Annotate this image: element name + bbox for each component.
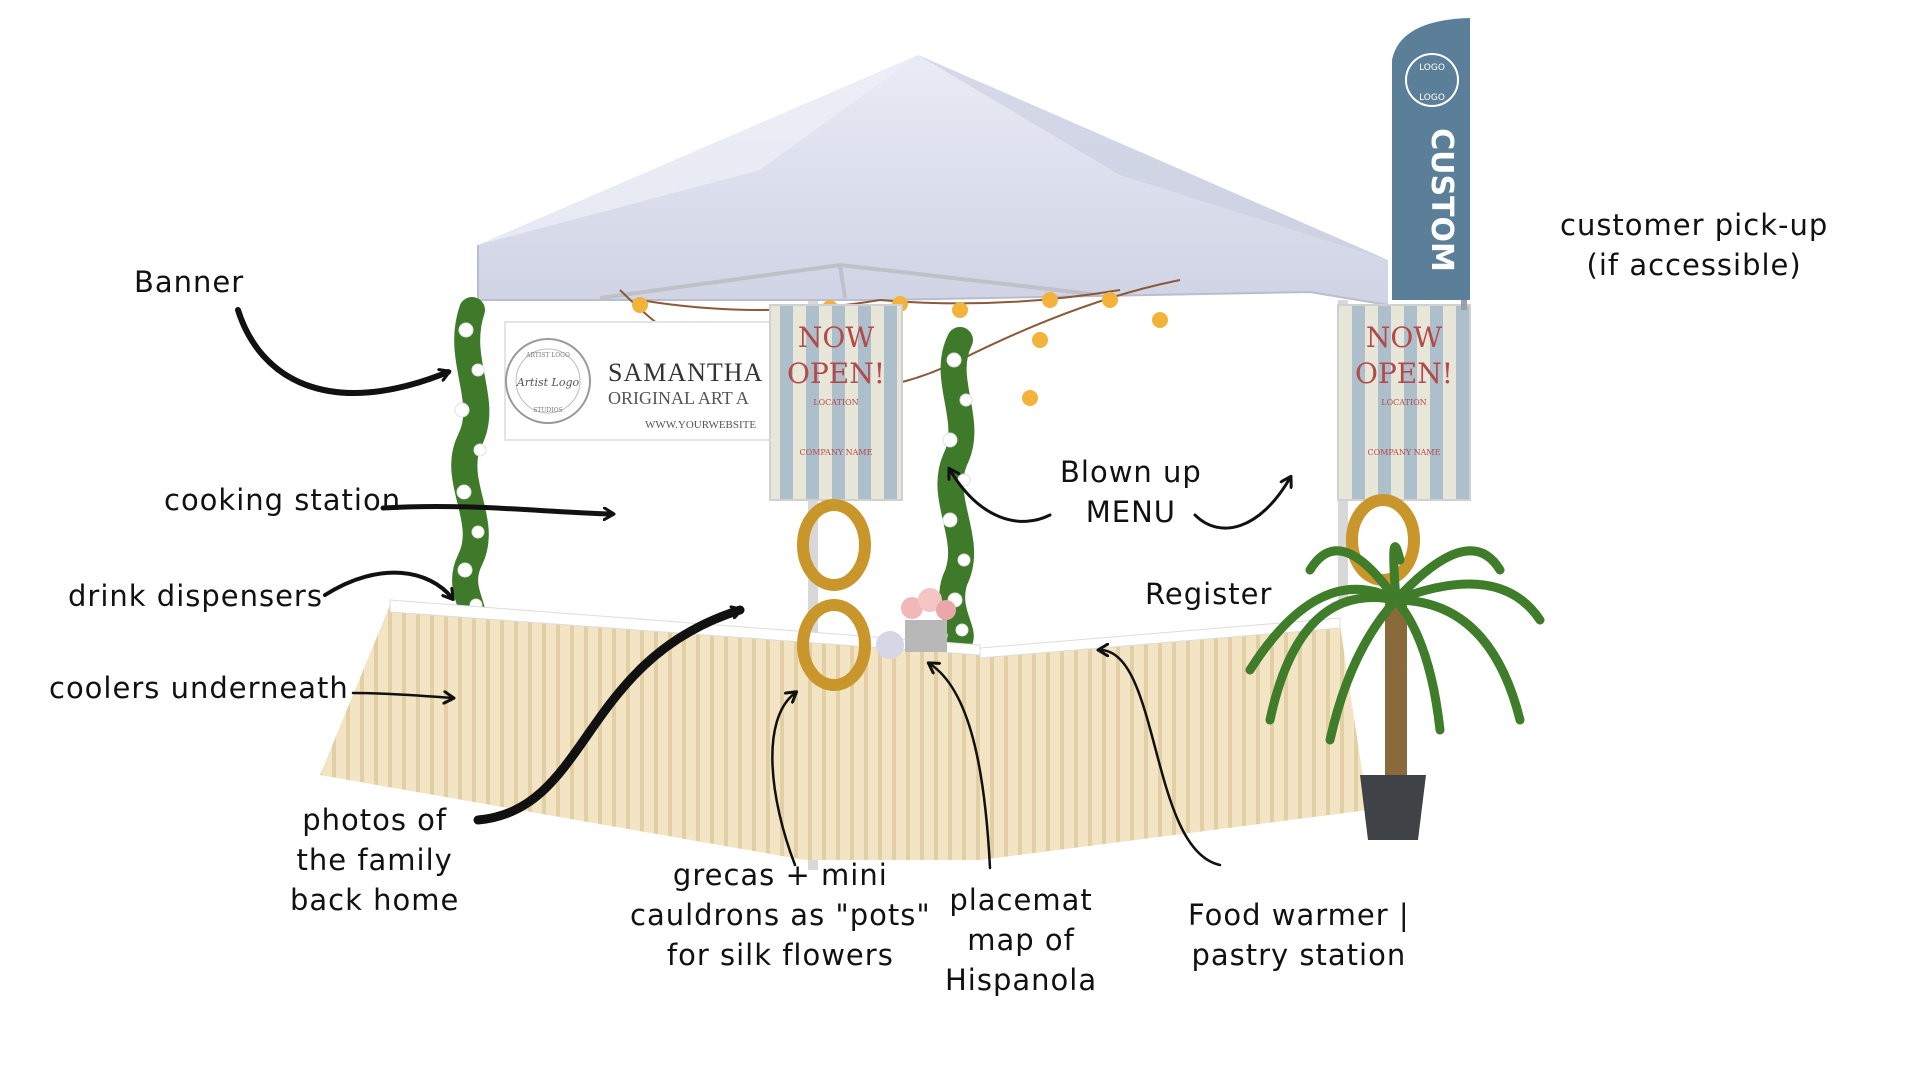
label-placemat: placemat map of Hispanola bbox=[945, 880, 1097, 1000]
arrow-icon bbox=[235, 307, 1290, 870]
arrow-drink bbox=[323, 570, 452, 598]
label-placemat-line3: Hispanola bbox=[945, 963, 1098, 998]
label-food-warmer-line2: pastry station bbox=[1191, 938, 1407, 973]
menu-right-now: NOW bbox=[1366, 321, 1442, 354]
label-customer-pickup: customer pick-up (if accessible) bbox=[1560, 205, 1828, 285]
menu-left-company: COMPANY NAME bbox=[800, 448, 873, 457]
arrow-placemat bbox=[930, 664, 992, 870]
label-customer-pickup-line1: customer pick-up bbox=[1560, 208, 1829, 242]
menu-right-location: LOCATION bbox=[1381, 398, 1426, 407]
tent-icon bbox=[468, 55, 1389, 870]
menu-left-now: NOW bbox=[798, 321, 874, 354]
arrow-coolers bbox=[351, 693, 452, 698]
label-drink-dispensers-text: drink dispensers bbox=[68, 579, 323, 613]
label-photos-line1: photos of bbox=[302, 803, 448, 837]
menu-left-location: LOCATION bbox=[813, 398, 858, 407]
flag-logo-top: LOGO bbox=[1419, 63, 1445, 73]
menu-right-company: COMPANY NAME bbox=[1368, 448, 1441, 457]
arrow-menu-left bbox=[950, 470, 1052, 523]
label-photos: photos of the family back home bbox=[290, 800, 459, 920]
menu-sign-right: NOW OPEN! LOCATION COMPANY NAME bbox=[1337, 304, 1471, 501]
label-grecas-line1: grecas + mini bbox=[672, 858, 888, 892]
label-customer-pickup-line2: (if accessible) bbox=[1586, 248, 1802, 283]
label-banner: Banner bbox=[134, 262, 244, 302]
menu-sign-left: NOW OPEN! LOCATION COMPANY NAME bbox=[769, 304, 903, 501]
flag-logo-bottom: LOGO bbox=[1419, 93, 1445, 103]
label-drink-dispensers: drink dispensers bbox=[68, 576, 323, 616]
label-photos-line3: back home bbox=[290, 883, 460, 918]
palm-tree-icon bbox=[1245, 542, 1545, 840]
banner-line2: ORIGINAL ART A bbox=[608, 388, 749, 408]
arrow-food-warmer bbox=[1100, 650, 1222, 867]
label-coolers-underneath-text: coolers underneath bbox=[49, 671, 349, 705]
label-cooking-station: cooking station bbox=[164, 480, 401, 520]
label-photos-line2: the family bbox=[296, 843, 453, 878]
label-cooking-station-text: cooking station bbox=[164, 483, 402, 517]
banner-sign: Artist Logo ARTIST LOGO STUDIOS SAMANTHA… bbox=[504, 321, 776, 441]
menu-left-open: OPEN! bbox=[787, 357, 885, 390]
label-menu: Blown up MENU bbox=[1060, 452, 1202, 532]
label-register-text: Register bbox=[1145, 577, 1273, 611]
label-grecas-line2: cauldrons as "pots" bbox=[630, 898, 931, 933]
banner-website: WWW.YOURWEBSITE bbox=[645, 419, 756, 431]
flag-custom-text: CUSTOM bbox=[1424, 128, 1459, 272]
artist-logo-icon: Artist Logo ARTIST LOGO STUDIOS bbox=[505, 338, 591, 424]
label-food-warmer-line1: Food warmer | bbox=[1188, 898, 1410, 932]
arrow-photos bbox=[473, 610, 745, 825]
label-grecas-line3: for silk flowers bbox=[666, 938, 894, 973]
label-food-warmer: Food warmer | pastry station bbox=[1188, 895, 1410, 975]
menu-right-open: OPEN! bbox=[1355, 357, 1453, 390]
arrow-menu-right bbox=[1193, 478, 1290, 530]
logo-text: Artist Logo bbox=[516, 376, 580, 389]
arrow-banner bbox=[235, 307, 448, 396]
flower-pot-icon bbox=[876, 588, 956, 659]
banner-name: SAMANTHA bbox=[608, 358, 763, 387]
table-skirt bbox=[320, 599, 1368, 860]
logo-ring-bottom: STUDIOS bbox=[533, 407, 562, 414]
arrow-grecas bbox=[771, 693, 795, 867]
label-grecas: grecas + mini cauldrons as "pots" for si… bbox=[630, 855, 931, 975]
label-register: Register bbox=[1145, 574, 1272, 614]
label-banner-text: Banner bbox=[134, 265, 245, 299]
logo-ring-top: ARTIST LOGO bbox=[525, 352, 570, 359]
arrow-cooking bbox=[380, 504, 612, 514]
label-placemat-line1: placemat bbox=[949, 883, 1093, 917]
label-placemat-line2: map of bbox=[967, 923, 1075, 958]
label-coolers-underneath: coolers underneath bbox=[49, 668, 349, 708]
label-menu-line1: Blown up bbox=[1060, 455, 1202, 489]
feather-flag-icon: LOGO LOGO CUSTOM bbox=[1392, 18, 1470, 310]
label-menu-line2: MENU bbox=[1085, 495, 1177, 530]
